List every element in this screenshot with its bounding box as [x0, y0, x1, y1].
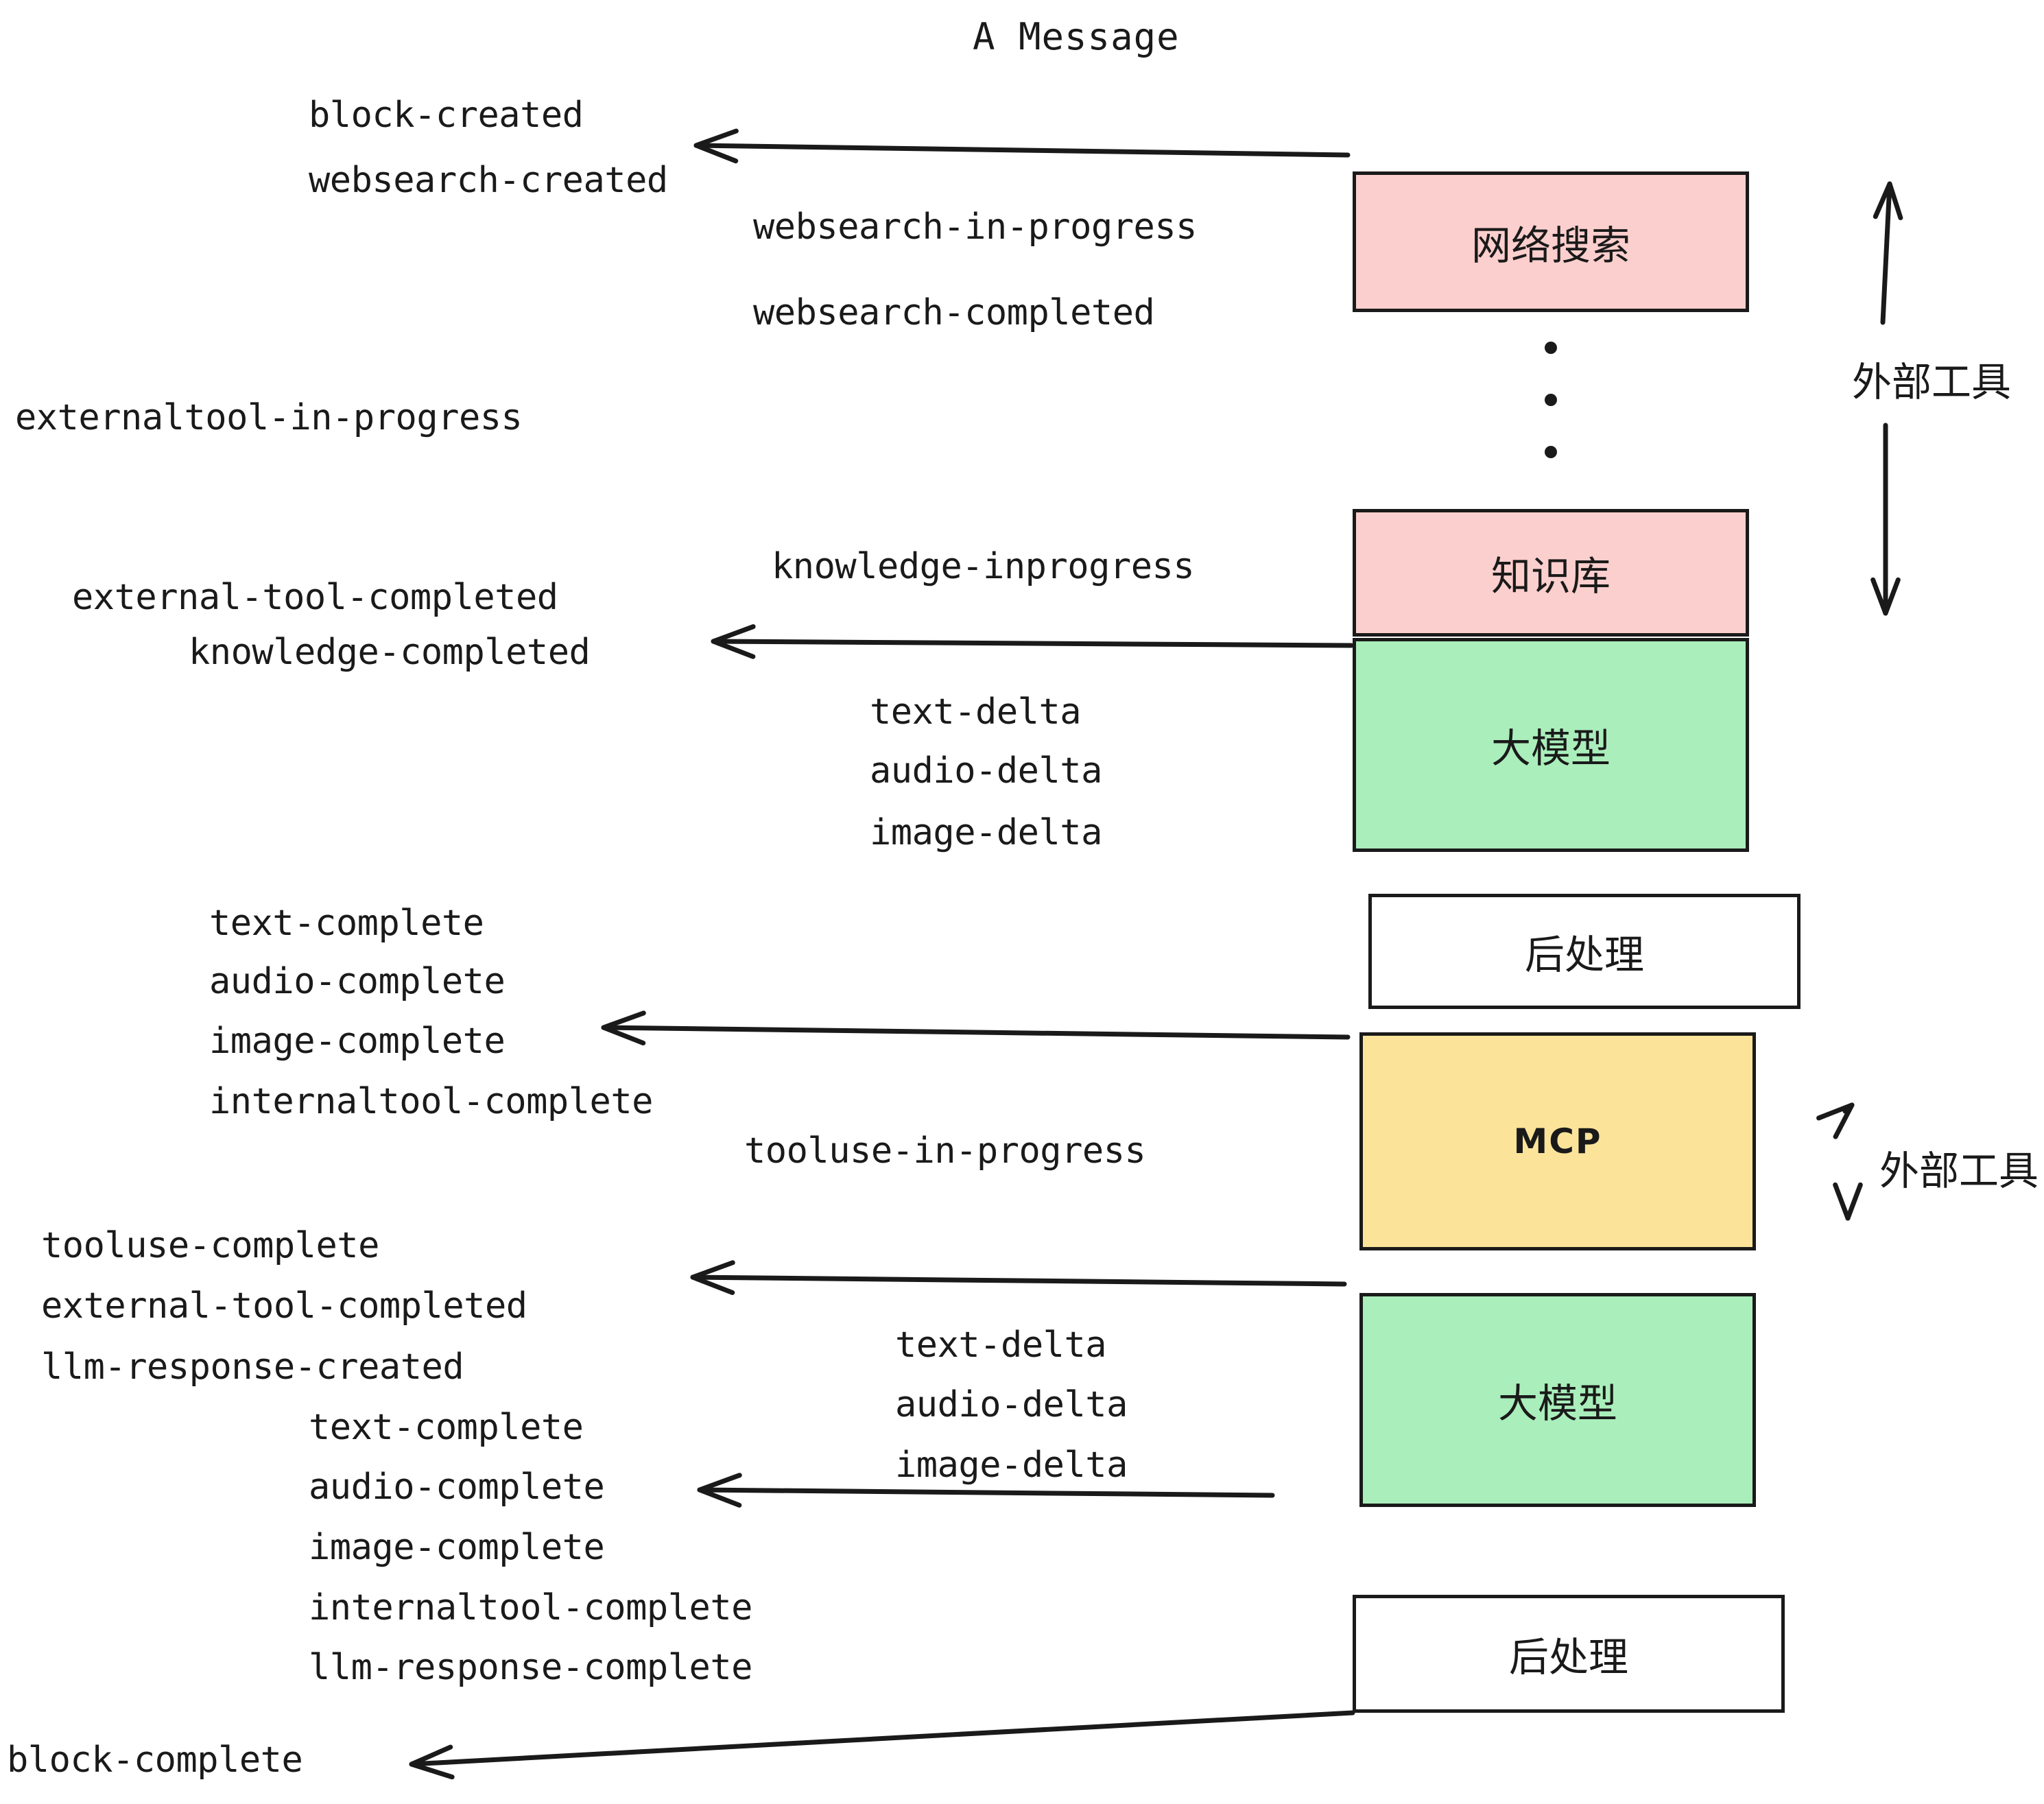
arrow-block-complete-head [409, 1744, 455, 1780]
node-llm-bottom[interactable]: 大模型 [1359, 1293, 1756, 1507]
event-label-text-delta-2: text-delta [895, 1325, 1107, 1366]
node-label-postprocess-bottom: 后处理 [1508, 1634, 1628, 1681]
event-label-block-created: block-created [309, 95, 584, 136]
page-title: A Message [973, 15, 1180, 58]
event-label-image-complete-2: image-complete [309, 1527, 605, 1568]
event-label-websearch-created: websearch-created [309, 160, 668, 201]
event-label-block-complete: block-complete [7, 1740, 303, 1781]
arrow-tooluse-complete-line [690, 1274, 1347, 1287]
event-label-audio-delta-1: audio-delta [870, 750, 1102, 792]
external-tools-bottom-down-head [1833, 1182, 1863, 1221]
node-label-knowledge-base: 知识库 [1490, 553, 1611, 600]
arrow-audio-complete-head [697, 1473, 742, 1508]
node-mcp[interactable]: MCP [1359, 1032, 1756, 1250]
arrow-audio-complete-line [697, 1487, 1275, 1498]
arrow-image-complete-line [601, 1025, 1351, 1040]
external-tools-top-down-head [1870, 577, 1901, 616]
external-tools-bottom-up-head [1816, 1102, 1855, 1139]
side-label-external-tools-bottom: 外部工具 [1879, 1148, 2039, 1194]
vertical-ellipsis-icon [1545, 342, 1557, 458]
event-label-externaltool-in-progress: externaltool-in-progress [15, 397, 523, 438]
external-tools-top-up-head [1873, 181, 1903, 221]
event-label-llm-response-complete: llm-response-complete [309, 1647, 752, 1688]
node-llm-top[interactable]: 大模型 [1353, 638, 1749, 852]
event-label-knowledge-completed: knowledge-completed [189, 632, 591, 673]
arrow-image-complete-head [601, 1010, 646, 1046]
node-label-llm-bottom: 大模型 [1497, 1380, 1617, 1427]
node-label-llm-top: 大模型 [1490, 725, 1611, 772]
event-label-websearch-completed: websearch-completed [753, 292, 1155, 333]
arrow-knowledge-completed-line [711, 639, 1354, 648]
ellipsis-dot [1545, 394, 1557, 406]
external-tools-top-up-line [1880, 181, 1892, 325]
side-label-external-tools-top: 外部工具 [1852, 359, 2012, 405]
node-web-search[interactable]: 网络搜索 [1353, 171, 1749, 312]
event-label-external-tool-completed-2: external-tool-completed [41, 1285, 527, 1327]
ellipsis-dot [1545, 446, 1557, 458]
event-label-image-complete-1: image-complete [209, 1021, 506, 1062]
node-label-web-search: 网络搜索 [1471, 222, 1630, 269]
event-label-tooluse-complete: tooluse-complete [41, 1225, 379, 1266]
arrow-block-created-line [693, 143, 1351, 158]
node-postprocess-top[interactable]: 后处理 [1368, 894, 1801, 1009]
event-label-internaltool-complete-2: internaltool-complete [309, 1587, 752, 1628]
arrow-knowledge-completed-head [711, 624, 756, 659]
node-label-postprocess-top: 后处理 [1524, 931, 1644, 978]
event-label-internaltool-complete-1: internaltool-complete [209, 1081, 653, 1122]
event-label-tooluse-in-progress: tooluse-in-progress [744, 1130, 1146, 1172]
event-label-image-delta-1: image-delta [870, 812, 1102, 853]
node-label-mcp: MCP [1513, 1121, 1602, 1161]
external-tools-bottom-up-line [1842, 1102, 1855, 1114]
event-label-text-delta-1: text-delta [870, 691, 1082, 733]
event-label-audio-complete-2: audio-complete [309, 1467, 605, 1508]
event-label-audio-complete-1: audio-complete [209, 961, 506, 1002]
arrow-block-created-head [693, 128, 739, 164]
node-postprocess-bottom[interactable]: 后处理 [1353, 1595, 1785, 1713]
node-knowledge-base[interactable]: 知识库 [1353, 509, 1749, 637]
arrow-tooluse-complete-head [690, 1260, 735, 1295]
event-label-audio-delta-2: audio-delta [895, 1384, 1128, 1425]
event-label-text-complete-2: text-complete [309, 1407, 584, 1448]
event-label-llm-response-created: llm-response-created [41, 1346, 464, 1388]
event-label-image-delta-2: image-delta [895, 1445, 1128, 1486]
event-label-knowledge-inprogress: knowledge-inprogress [772, 546, 1195, 587]
event-label-websearch-in-progress: websearch-in-progress [753, 206, 1197, 248]
ellipsis-dot [1545, 342, 1557, 354]
event-label-external-tool-completed-1: external-tool-completed [72, 577, 558, 618]
arrow-block-complete-line [409, 1710, 1355, 1767]
event-label-text-complete-1: text-complete [209, 903, 484, 944]
